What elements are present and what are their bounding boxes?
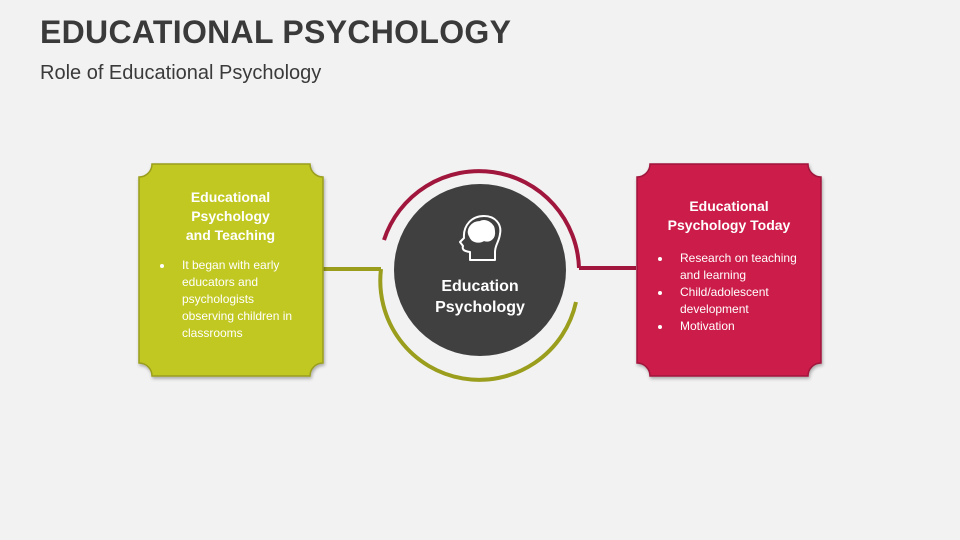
left-card: Educational Psychology and Teaching It b…: [138, 188, 323, 342]
left-card-shape: [138, 163, 324, 377]
bullet-item: Child/adolescent development: [672, 284, 808, 318]
red-arc: [382, 169, 581, 269]
bullet-item: Motivation: [672, 318, 808, 335]
page-subtitle: Role of Educational Psychology: [40, 62, 322, 84]
right-card-bullets: Research on teaching and learning Child/…: [650, 250, 808, 335]
bullet-item: Research on teaching and learning: [672, 250, 808, 284]
bullet-item: It began with early educators and psycho…: [174, 257, 309, 342]
title-line: Educational: [190, 189, 271, 205]
head-brain-icon: [459, 215, 502, 261]
title-line: Psychology: [191, 208, 270, 224]
center-circle: [394, 184, 566, 356]
green-arc: [378, 268, 578, 382]
page-title: EDUCATIONAL PSYCHOLOGY: [40, 14, 512, 50]
left-card-bullets: It began with early educators and psycho…: [152, 257, 309, 342]
center-line: Psychology: [435, 299, 525, 316]
center-line: Education: [441, 278, 519, 295]
title-line: Educational: [689, 198, 769, 214]
right-card-shape: [636, 163, 822, 377]
right-card-title: Educational Psychology Today: [650, 197, 808, 235]
right-card: Educational Psychology Today Research on…: [636, 197, 822, 335]
title-line: and Teaching: [185, 227, 276, 243]
left-card-title: Educational Psychology and Teaching: [152, 188, 309, 245]
center-label: Education Psychology: [400, 276, 560, 318]
title-line: Psychology Today: [667, 217, 791, 233]
